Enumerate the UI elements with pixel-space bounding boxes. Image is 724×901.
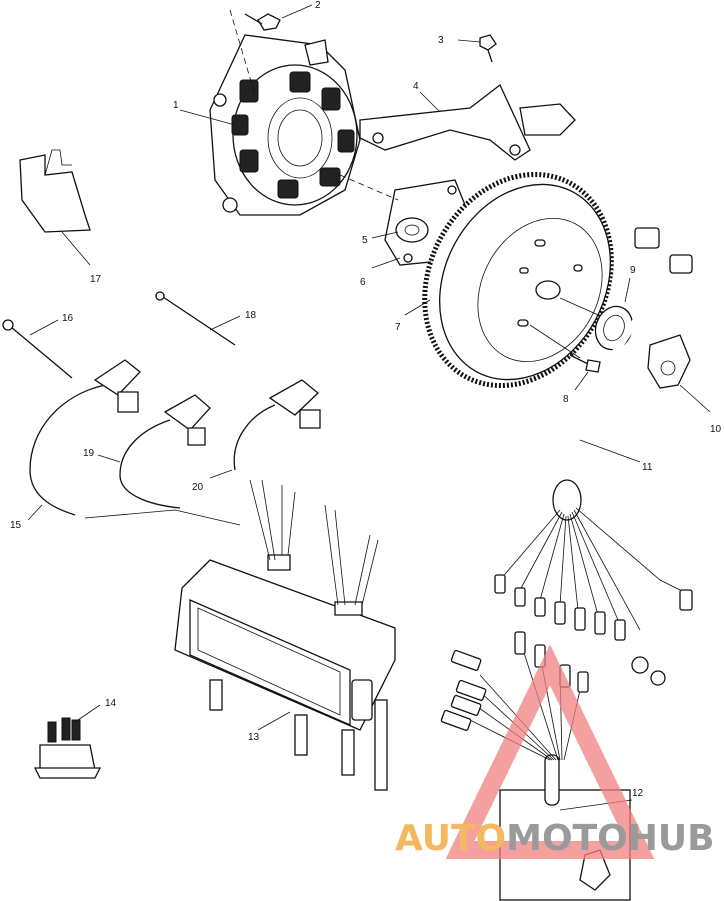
callout-17: 17 [90,274,102,285]
callout-9: 9 [630,265,636,276]
clip-17 [19,149,91,266]
bolt-2 [244,4,313,31]
callout-2: 2 [315,0,321,11]
regulator-13 [174,479,396,791]
bolt-16 [2,319,73,379]
callout-14: 14 [105,698,117,709]
stator-assembly [179,9,361,216]
wire-harness-11 [494,103,693,686]
spark-plug-wire-20 [84,379,321,526]
callout-11: 11 [642,462,653,473]
callout-4: 4 [413,81,419,92]
callout-7: 7 [395,322,401,333]
bracket-4 [359,83,531,161]
watermark-hub: HUB [628,818,715,859]
callout-8: 8 [563,394,569,405]
watermark-moto: MOTO [506,818,628,859]
svg-text:AUTOMOTOHUB: AUTOMOTOHUB [395,818,715,859]
callout-12: 12 [632,788,644,799]
callout-3: 3 [438,35,444,46]
watermark-triangle [445,644,655,859]
bolt-3 [457,34,497,63]
solenoid-14 [33,704,102,779]
bolt-18 [155,291,241,346]
callout-20: 20 [192,482,204,493]
callout-19: 19 [83,448,95,459]
bolt-8 [569,354,601,391]
callout-18: 18 [245,310,257,321]
callout-10: 10 [710,424,722,435]
callout-13: 13 [248,732,260,743]
callout-labels: 2 3 4 1 5 6 7 8 9 10 11 12 13 14 15 16 1… [10,0,722,799]
callout-5: 5 [362,235,368,246]
spark-plug-wire-15 [27,359,141,521]
watermark-logo: AUTOMOTOHUB [395,644,715,859]
callout-6: 6 [360,277,366,288]
callout-16: 16 [62,313,74,324]
callout-15: 15 [10,520,22,531]
watermark-auto: AUTO [395,818,506,859]
flywheel-7 [404,171,614,389]
callout-1: 1 [173,100,179,111]
connector-10 [647,334,711,413]
spark-plug-wire-19 [97,394,211,509]
